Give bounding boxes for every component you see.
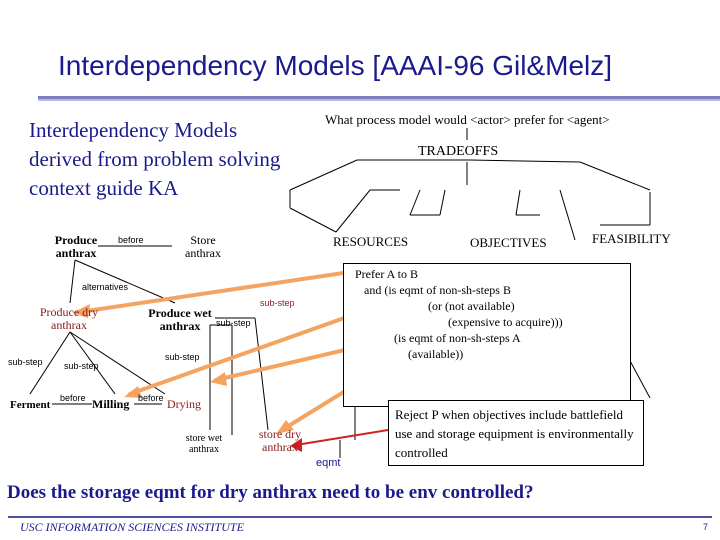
- reject-rule-box: Reject P when objectives include battlef…: [388, 400, 644, 466]
- footer-divider: [8, 516, 712, 518]
- label-alternatives: alternatives: [82, 282, 129, 292]
- eqmt-label: eqmt: [316, 457, 341, 469]
- prefer-line-1: Prefer A to B: [355, 267, 418, 281]
- prefer-line-5: (is eqmt of non-sh-steps A: [394, 331, 521, 345]
- node-store-dry-anthrax: store dry anthrax: [258, 427, 302, 454]
- label-before-1: before: [118, 235, 144, 245]
- title-divider-shadow: [38, 99, 720, 101]
- label-sub-step-2: sub-step: [216, 318, 251, 328]
- node-ferment: Ferment: [10, 399, 51, 411]
- node-store-anthrax: Store anthrax: [185, 233, 221, 260]
- node-milling: Milling: [92, 397, 130, 411]
- footer-institute: USC INFORMATION SCIENCES INSTITUTE: [20, 520, 244, 534]
- criteria-feasibility: FEASIBILITY: [592, 231, 671, 246]
- label-sub-step-4: sub-step: [8, 357, 43, 367]
- label-before-2: before: [60, 393, 86, 403]
- node-produce-wet-anthrax: Produce wet anthrax: [148, 306, 212, 333]
- criteria-resources: RESOURCES: [333, 234, 409, 249]
- label-sub-step-5: sub-step: [64, 361, 99, 371]
- title-divider: [38, 96, 720, 99]
- node-drying: Drying: [167, 397, 201, 411]
- label-sub-step-1: sub-step: [260, 298, 295, 308]
- node-store-wet-anthrax: store wet anthrax: [185, 433, 223, 455]
- prefer-line-3: (or (not available): [428, 299, 515, 313]
- label-sub-step-3: sub-step: [165, 352, 200, 362]
- slide-title: Interdependency Models [AAAI-96 Gil&Melz…: [58, 50, 613, 81]
- tree-question: What process model would <actor> prefer …: [325, 112, 610, 127]
- criteria-objectives: OBJECTIVES: [470, 235, 547, 250]
- node-produce-anthrax: Produce anthrax: [54, 233, 98, 260]
- page-number: 7: [703, 522, 709, 532]
- bottom-question: Does the storage eqmt for dry anthrax ne…: [7, 482, 534, 503]
- prefer-line-2: and (is eqmt of non-sh-steps B: [364, 283, 511, 297]
- prefer-line-6: (available)): [408, 347, 464, 361]
- reject-text: Reject P when objectives include battlef…: [395, 407, 634, 460]
- prefer-rule-box: Prefer A to B and (is eqmt of non-sh-ste…: [343, 263, 631, 407]
- tradeoffs-label: TRADEOFFS: [418, 144, 499, 159]
- intro-text: Interdependency Models derived from prob…: [29, 118, 281, 200]
- prefer-line-4: (expensive to acquire))): [448, 315, 563, 329]
- node-produce-dry-anthrax: Produce dry anthrax: [39, 305, 99, 332]
- label-before-3: before: [138, 393, 164, 403]
